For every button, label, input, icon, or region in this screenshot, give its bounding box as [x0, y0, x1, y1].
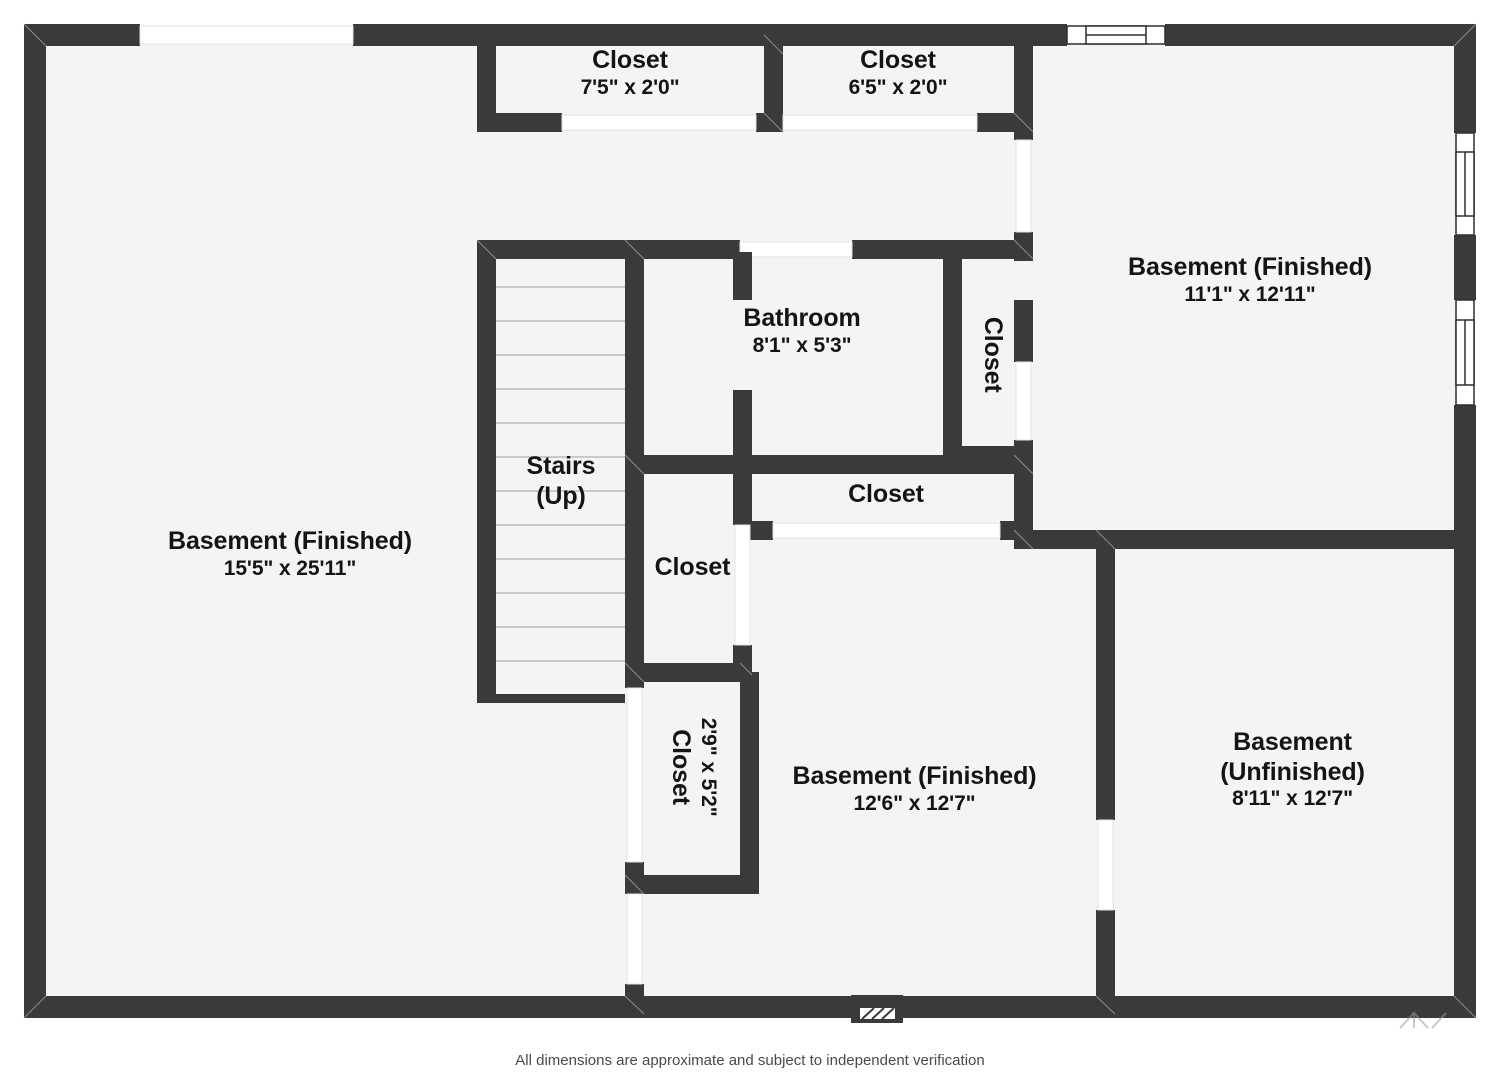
wall-bath-right: [943, 252, 962, 465]
wall-top-seg3: [1165, 24, 1476, 46]
wall-bottom: [24, 996, 1476, 1018]
wall-top-seg2: [353, 24, 1067, 46]
door-opening-v1025-upper: [1015, 139, 1032, 233]
floor-plan-canvas: [23, 23, 1477, 1029]
wall-closet-ml-bottom: [625, 663, 752, 682]
wall-right-seg1: [1454, 24, 1476, 133]
door-opening-v1025-lower: [1015, 361, 1032, 441]
wall-corner-notches: [23, 23, 1477, 1019]
door-opening-v630-upper: [626, 687, 643, 863]
wall-closet-tr-right: [1014, 35, 1033, 132]
wall-v1025-c: [1014, 300, 1033, 362]
wall-closet-lower-bottom: [625, 875, 759, 894]
wall-bath-stub-top: [733, 252, 752, 300]
door-closet-mid-right: [772, 522, 1001, 539]
wall-right-seg2: [1454, 235, 1476, 300]
door-closet-top-left: [561, 114, 757, 131]
wall-right-divider-horizontal: [1014, 530, 1476, 549]
wall-block-top-b: [852, 240, 1033, 259]
windows: [139, 25, 1475, 406]
wall-v1105-b: [1096, 910, 1115, 1018]
door-opening-v1105: [1097, 819, 1114, 911]
bottom-right-marking: [1399, 1011, 1447, 1029]
wall-stairs-right-upper: [625, 240, 644, 465]
wall-bath-stub-bottom: [733, 390, 752, 465]
door-closet-top-right: [782, 114, 978, 131]
wall-block-top-a: [477, 240, 740, 259]
wall-left: [24, 24, 46, 1018]
door-closet-mid-left: [734, 524, 751, 646]
wall-closet-ml-right-a: [733, 455, 752, 525]
egress-hatch-icon: [851, 995, 903, 1023]
door-opening-v630-lower: [626, 893, 643, 985]
wall-closet-tr-bottom-b: [977, 113, 1033, 132]
wall-v1105-a: [1096, 530, 1115, 820]
door-bathroom-top: [739, 241, 853, 258]
stairs-treads: [487, 252, 625, 702]
wall-stairs-left: [477, 240, 496, 702]
wall-stairs-right-lower: [625, 455, 644, 670]
wall-v630-c: [625, 984, 644, 1018]
wall-closet-vert-bottom: [952, 446, 1033, 465]
wall-right-seg3: [1454, 405, 1476, 1018]
wall-closet-tl-bottom-a: [477, 113, 562, 132]
wall-v1025-a: [1014, 132, 1033, 140]
wall-closet-lower-right: [740, 672, 759, 884]
wall-closet-top-divider: [764, 35, 783, 132]
wall-v630-b: [625, 862, 644, 894]
window-top-left: [139, 25, 354, 45]
wall-top-seg1: [24, 24, 140, 46]
wall-bath-bottom: [625, 455, 1033, 474]
wall-closet-tl-left: [477, 35, 496, 132]
disclaimer-footer: All dimensions are approximate and subje…: [515, 1052, 985, 1069]
wall-v630-a: [625, 663, 644, 688]
wall-stairs-bottom: [477, 694, 625, 703]
wall-closet-tl-bottom-b: [756, 113, 783, 132]
wall-closet-mr-bottom-a: [744, 521, 773, 540]
